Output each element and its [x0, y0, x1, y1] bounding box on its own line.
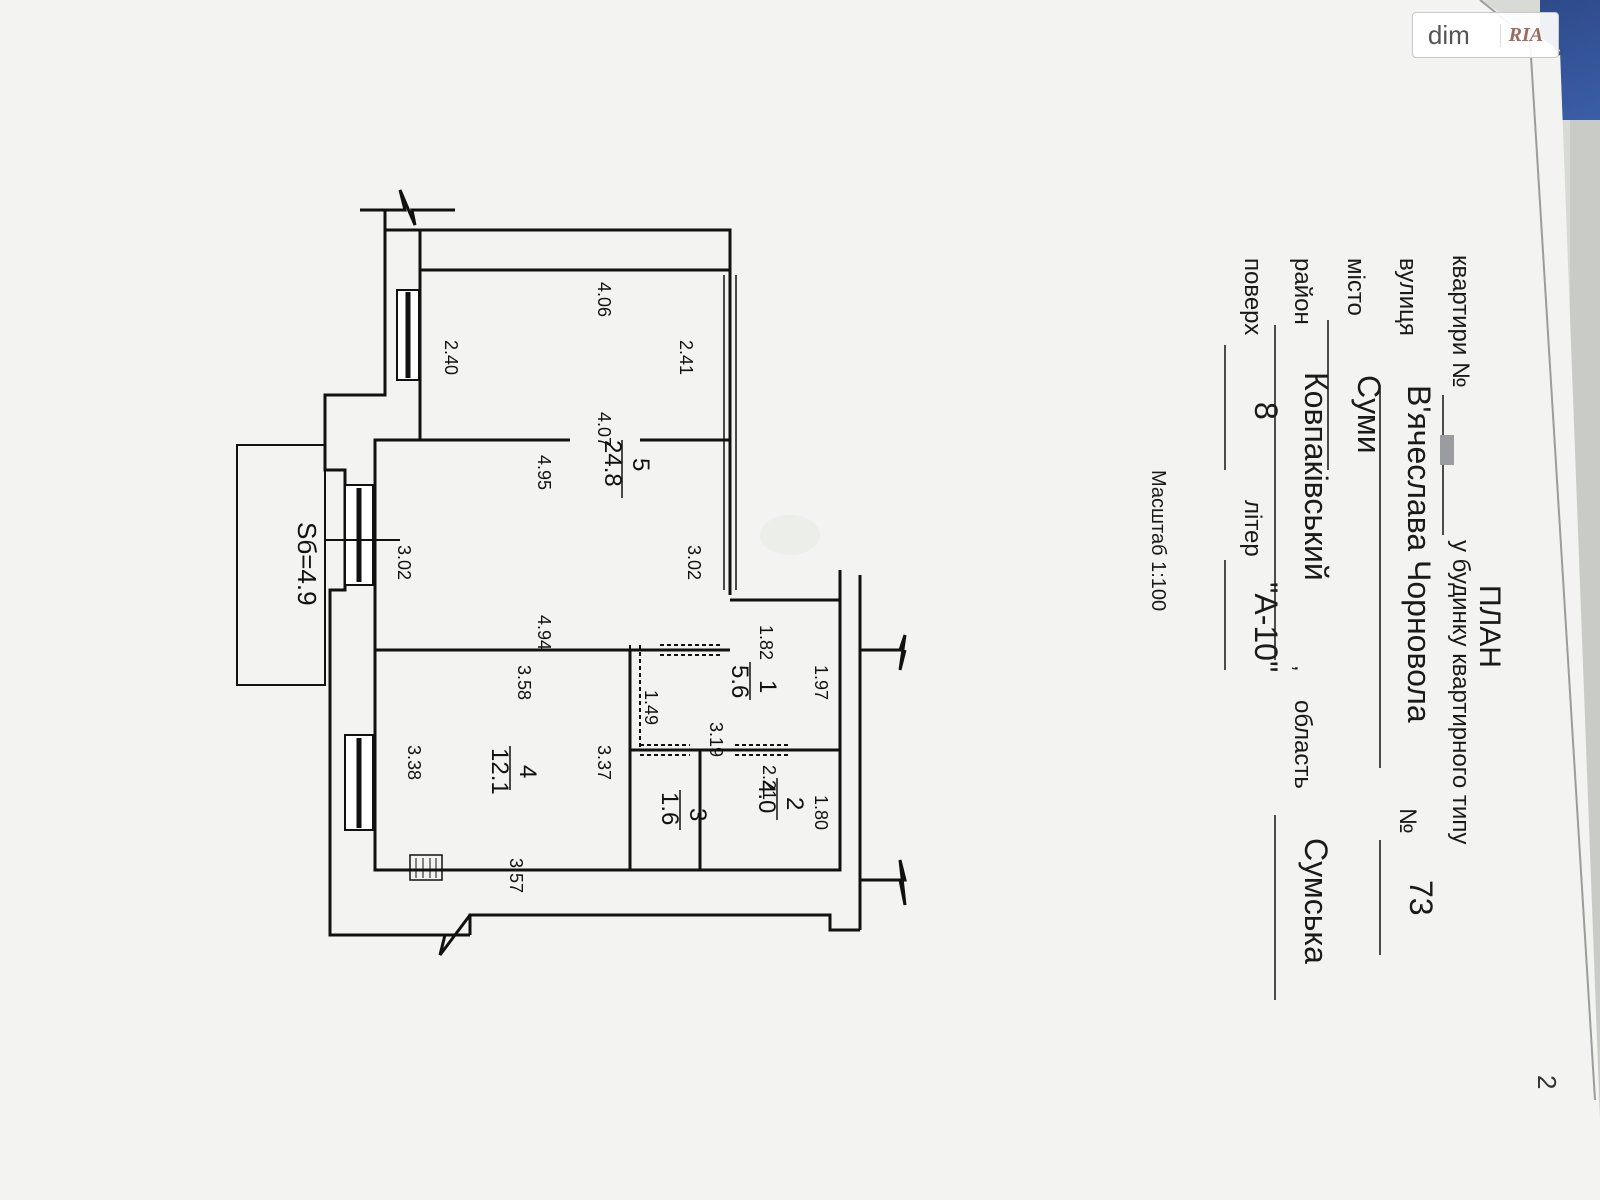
dim-room5-lower-width: 4.95	[534, 455, 554, 490]
dim-room4-top: 3.58	[514, 665, 534, 700]
dim-room5-bottom-width: 4.94	[534, 615, 554, 650]
floor-label: поверх	[1239, 258, 1266, 335]
letter-label: літер	[1239, 500, 1266, 557]
region-label: область	[1289, 700, 1316, 789]
watermark-dim: dim	[1427, 19, 1470, 50]
dim-room2-top: 2.21	[759, 765, 779, 800]
house-number: 73	[1403, 880, 1439, 916]
dim-room5-top-right: 2.41	[676, 340, 696, 375]
dim-room4-left: 3.38	[404, 745, 424, 780]
number-label: №	[1394, 808, 1421, 834]
dim-room4-bottom: 3.57	[506, 858, 526, 893]
plan-title: ПЛАН	[1473, 585, 1506, 668]
watermark-ria: RIA	[1499, 23, 1543, 47]
dim-room5-lower-right: 3.02	[684, 545, 704, 580]
street-value: В'ячеслава Чорновола	[1401, 385, 1437, 723]
balcony	[236, 444, 326, 686]
room2-area: 4.0	[753, 780, 780, 813]
room1-area: 5.6	[726, 665, 753, 698]
dimria-watermark[interactable]: dim RIA	[1412, 12, 1559, 58]
room4-number: 4	[514, 765, 541, 778]
stove-icon	[409, 854, 443, 881]
dim-room5-lower-left: 3.02	[394, 545, 414, 580]
dim-room5-mid-width: 4.07	[594, 412, 614, 447]
dim-room4-right: 3.37	[594, 745, 614, 780]
room1-number: 1	[754, 680, 781, 693]
room3-area: 1.6	[656, 792, 683, 825]
apartment-suffix: у будинку квартирного типу	[1447, 540, 1474, 844]
floor-value: 8	[1248, 402, 1284, 420]
dim-room5-top-width: 4.06	[594, 282, 614, 317]
room4-area: 12.1	[486, 748, 513, 795]
balcony-area: Sб=4.9	[292, 522, 322, 606]
letter-value: "А-10"	[1248, 582, 1284, 672]
city-label: місто	[1342, 258, 1369, 316]
region-value: Сумська	[1298, 838, 1334, 964]
city-value: Суми	[1351, 375, 1387, 454]
room5-number: 5	[627, 458, 654, 471]
page-number: 2	[1532, 1075, 1562, 1089]
district-label: район	[1289, 258, 1316, 325]
room3-number: 3	[684, 808, 711, 821]
district-comma: ,	[1289, 665, 1316, 672]
dim-room1-width: 1.82	[756, 625, 776, 660]
dim-room5-top-left: 2.40	[441, 340, 461, 375]
dim-room1-right: 1.97	[811, 665, 831, 700]
dim-room1-bottom: 3.19	[706, 722, 726, 757]
apartment-prefix: квартири №	[1447, 255, 1474, 388]
dim-room1-left: 1.49	[641, 690, 661, 725]
floor-plan	[323, 189, 907, 956]
room2-number: 2	[781, 797, 808, 810]
scale-label: Масштаб 1:100	[1147, 470, 1169, 611]
dim-room2-right: 1.80	[811, 795, 831, 830]
street-label: вулиця	[1394, 258, 1421, 336]
